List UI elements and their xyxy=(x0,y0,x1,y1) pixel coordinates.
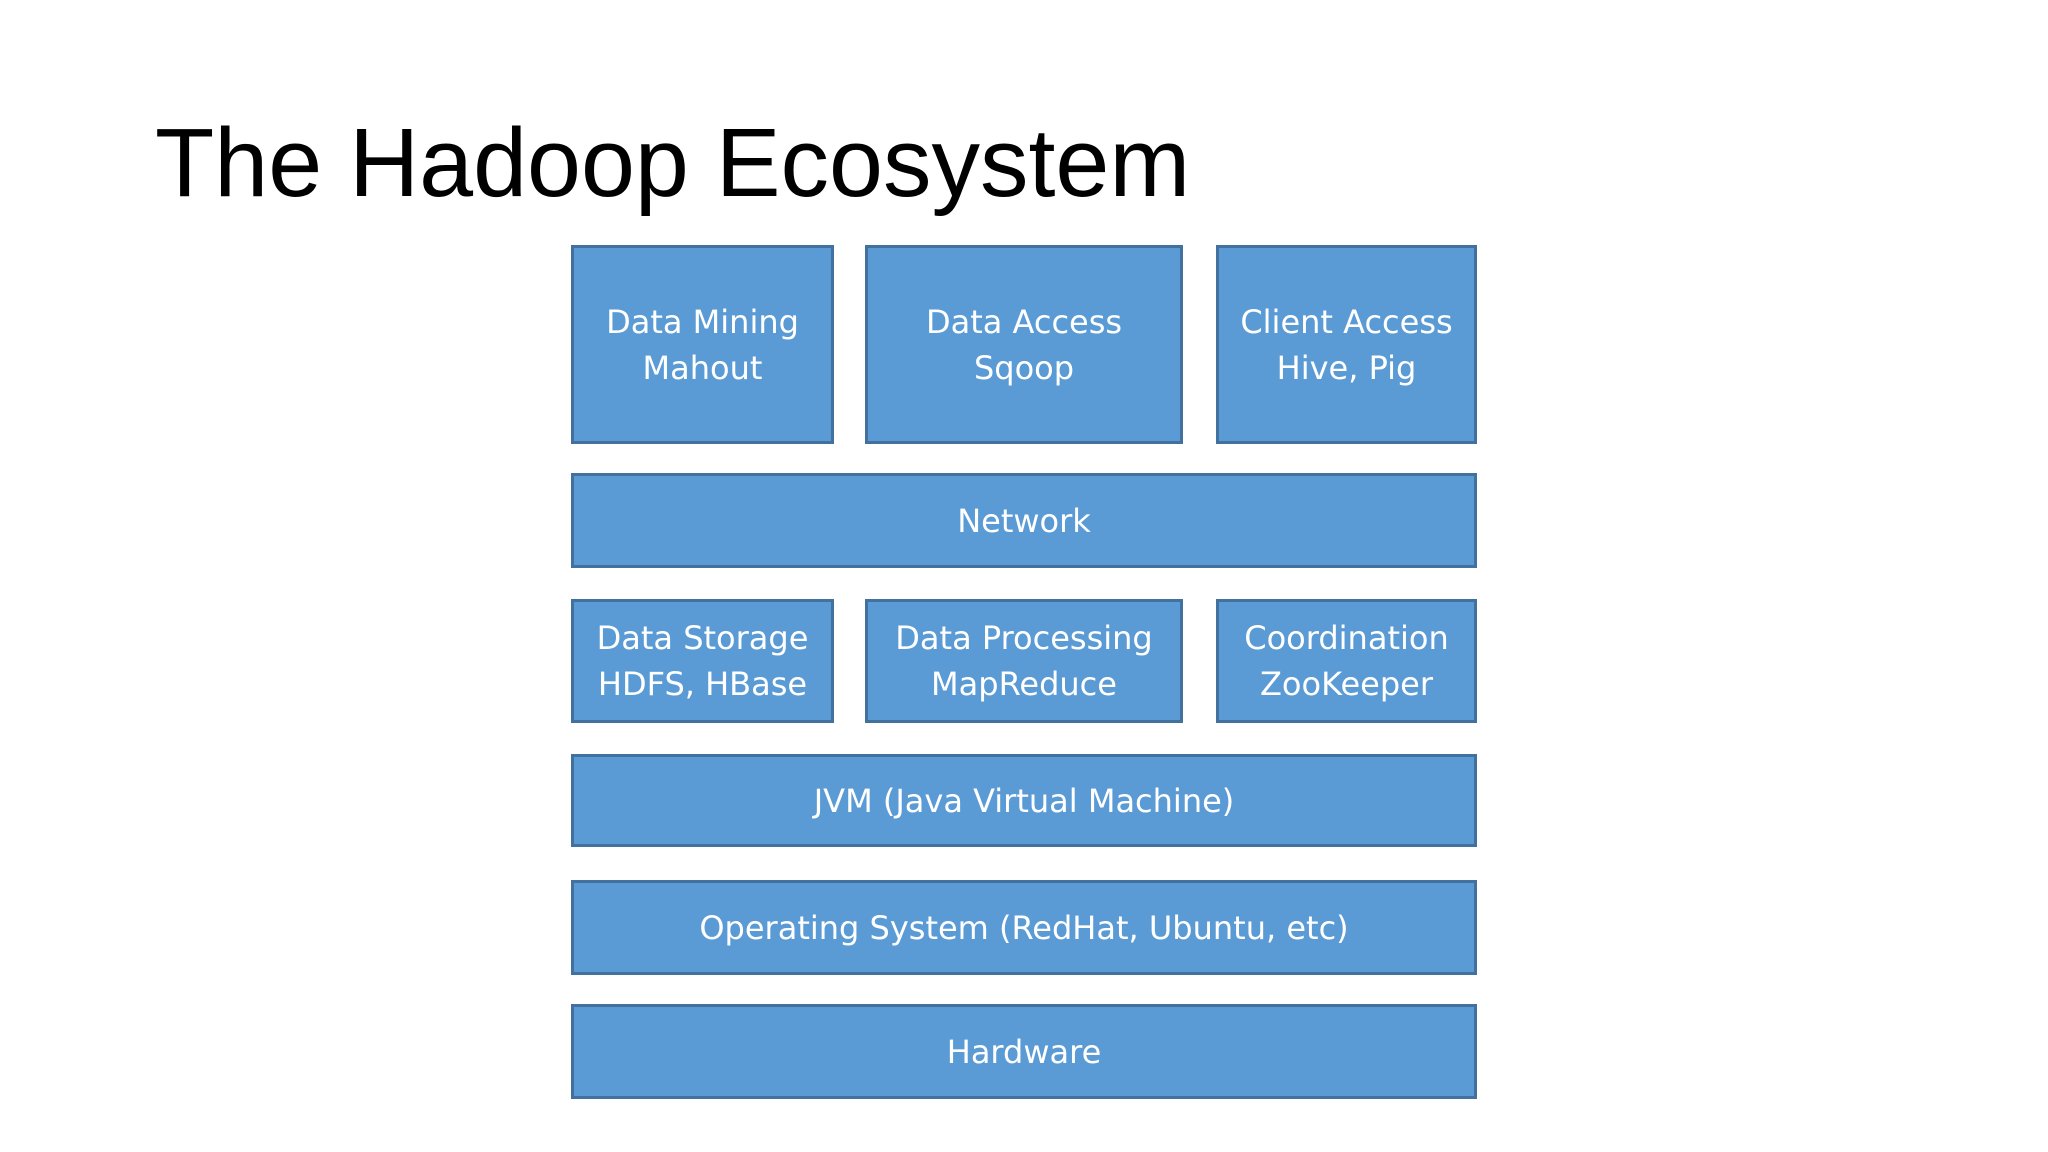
box-data-storage-name: Data Storage xyxy=(596,619,809,657)
bar-network: Network xyxy=(571,473,1477,568)
box-client-access-name: Client Access xyxy=(1240,302,1453,341)
bar-jvm: JVM (Java Virtual Machine) xyxy=(571,754,1477,847)
box-data-processing-tech: MapReduce xyxy=(931,665,1117,703)
box-data-storage: Data Storage HDFS, HBase xyxy=(571,599,834,723)
bar-network-label: Network xyxy=(957,501,1091,540)
box-data-mining: Data Mining Mahout xyxy=(571,245,834,444)
box-data-access: Data Access Sqoop xyxy=(865,245,1183,444)
box-coordination-name: Coordination xyxy=(1244,619,1449,657)
box-data-processing: Data Processing MapReduce xyxy=(865,599,1183,723)
bar-hardware-label: Hardware xyxy=(946,1032,1102,1071)
box-coordination: Coordination ZooKeeper xyxy=(1216,599,1477,723)
box-data-mining-tech: Mahout xyxy=(642,348,763,387)
box-data-access-tech: Sqoop xyxy=(973,348,1075,387)
box-data-processing-name: Data Processing xyxy=(895,619,1153,657)
box-data-storage-tech: HDFS, HBase xyxy=(597,665,808,703)
box-data-mining-name: Data Mining xyxy=(606,302,799,341)
bar-hardware: Hardware xyxy=(571,1004,1477,1099)
bar-operating-system: Operating System (RedHat, Ubuntu, etc) xyxy=(571,880,1477,975)
box-data-access-name: Data Access xyxy=(925,302,1123,341)
box-client-access-tech: Hive, Pig xyxy=(1276,348,1417,387)
box-coordination-tech: ZooKeeper xyxy=(1260,665,1433,703)
bar-operating-system-label: Operating System (RedHat, Ubuntu, etc) xyxy=(699,908,1349,947)
box-client-access: Client Access Hive, Pig xyxy=(1216,245,1477,444)
bar-jvm-label: JVM (Java Virtual Machine) xyxy=(813,781,1235,820)
slide-title: The Hadoop Ecosystem xyxy=(155,108,1191,217)
